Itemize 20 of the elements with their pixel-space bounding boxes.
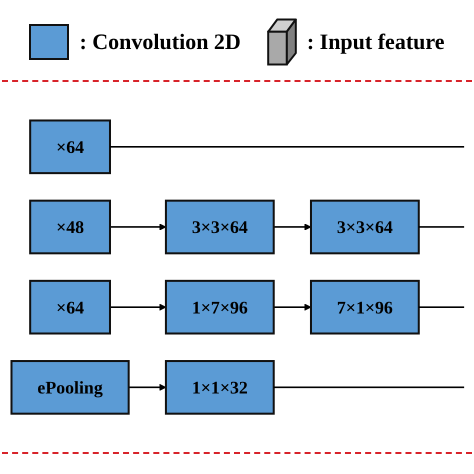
node-box: 7×1×96 bbox=[310, 280, 420, 334]
connector-line bbox=[418, 306, 464, 308]
connector-line bbox=[110, 146, 464, 148]
node-box: ×64 bbox=[29, 119, 111, 174]
legend-text: : Convolution 2D bbox=[79, 29, 241, 55]
legend-text: : Input feature bbox=[306, 29, 445, 55]
node-box: ×64 bbox=[29, 280, 111, 334]
arrow bbox=[274, 223, 312, 230]
connector-line bbox=[274, 386, 464, 388]
node-box: 3×3×64 bbox=[310, 200, 420, 254]
arrow bbox=[274, 304, 312, 311]
arrow bbox=[110, 223, 166, 230]
node-box: ePooling bbox=[10, 360, 130, 415]
node-box: 1×1×32 bbox=[164, 360, 275, 415]
arrow bbox=[128, 384, 166, 391]
node-box: 3×3×64 bbox=[164, 200, 275, 254]
node-box: 1×7×96 bbox=[164, 280, 275, 334]
arrow bbox=[110, 304, 166, 311]
node-box: ×48 bbox=[29, 200, 111, 254]
connector-line bbox=[418, 226, 464, 228]
